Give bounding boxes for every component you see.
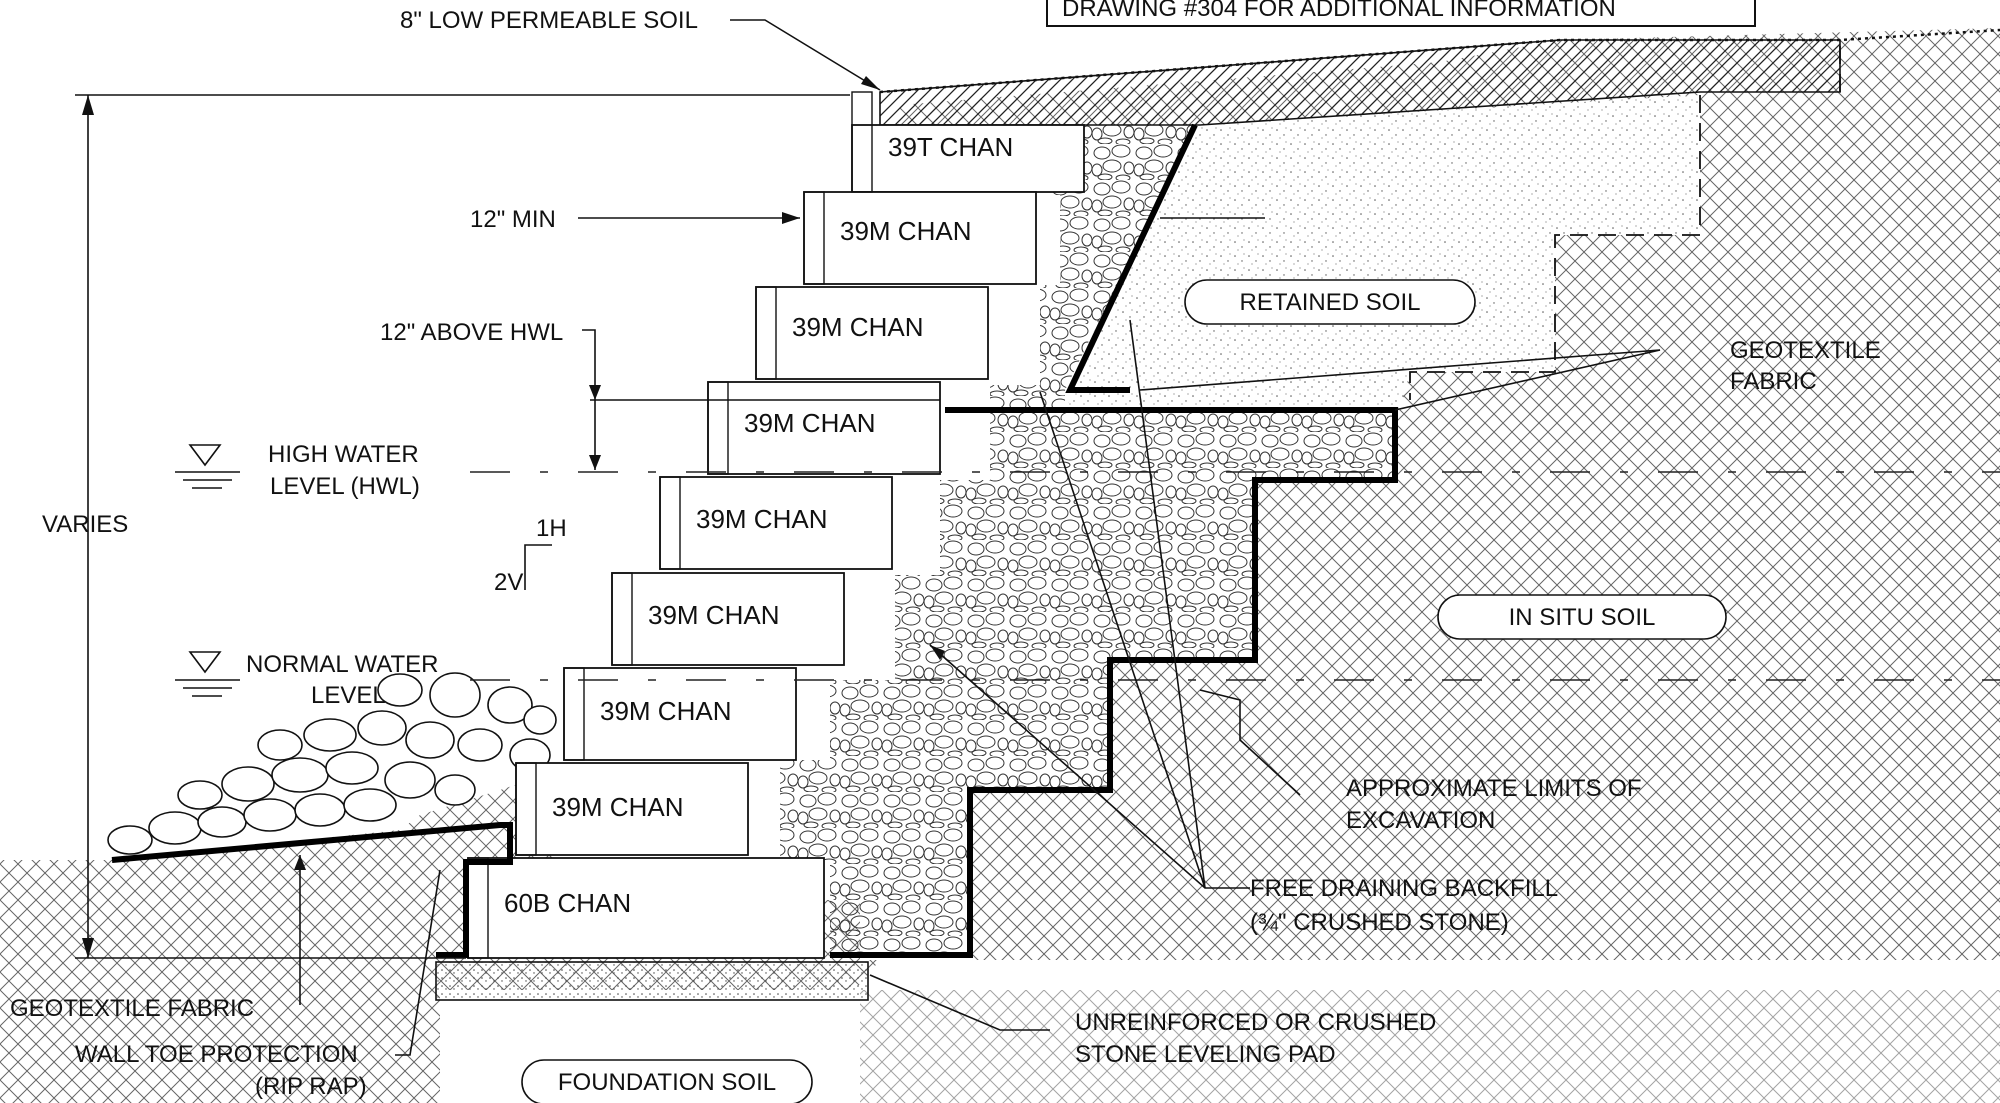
- block-label-8: 39M CHAN: [552, 792, 683, 822]
- block-label-1: 39T CHAN: [888, 132, 1013, 162]
- varies-dimension-line: [75, 94, 850, 959]
- block-label-9: 60B CHAN: [504, 888, 631, 918]
- geotextile-fabric-main[interactable]: [830, 123, 1398, 958]
- block-3[interactable]: [755, 286, 989, 380]
- block-label-2: 39M CHAN: [840, 216, 971, 246]
- header-note: DRAWING #304 FOR ADDITIONAL INFORMATION: [1062, 0, 1616, 22]
- in-situ-soil-label: IN SITU SOIL: [1509, 604, 1656, 631]
- retained-soil-dots: [1065, 95, 1700, 410]
- slope-indicator: [524, 544, 552, 590]
- retained-soil-label: RETAINED SOIL: [1240, 289, 1421, 316]
- geotextile-right-label-1: GEOTEXTILE: [1730, 337, 1881, 364]
- block-label-3: 39M CHAN: [792, 312, 923, 342]
- block-label-4: 39M CHAN: [744, 408, 875, 438]
- toe-label-2: (RIP RAP): [255, 1073, 367, 1100]
- geotextile-fabric-toe[interactable]: [111, 822, 513, 958]
- excavation-label-2: EXCAVATION: [1346, 807, 1495, 834]
- wall-blocks: [467, 124, 1085, 959]
- block-label-7: 39M CHAN: [600, 696, 731, 726]
- min12-label: 12" MIN: [470, 206, 556, 233]
- low-permeable-soil-label: 8" LOW PERMEABLE SOIL: [400, 7, 698, 34]
- block-label-5: 39M CHAN: [696, 504, 827, 534]
- free-draining-backfill: [780, 125, 1395, 955]
- block-7[interactable]: [563, 667, 797, 761]
- backfill-label-2: (¾" CRUSHED STONE): [1250, 909, 1509, 936]
- backfill-label-1: FREE DRAINING BACKFILL: [1250, 875, 1558, 902]
- varies-label: VARIES: [42, 511, 128, 538]
- above-hwl-label: 12" ABOVE HWL: [380, 319, 563, 346]
- leveling-pad: [435, 961, 869, 1001]
- nwl-label-2: LEVEL: [311, 682, 386, 709]
- excavation-limit-line[interactable]: [1409, 40, 1841, 400]
- block-label-6: 39M CHAN: [648, 600, 779, 630]
- geotextile-left-label: GEOTEXTILE FABRIC: [10, 995, 254, 1022]
- pad-label-2: STONE LEVELING PAD: [1075, 1041, 1336, 1068]
- block-5[interactable]: [659, 476, 893, 570]
- hwl-symbol: [175, 444, 240, 489]
- foundation-soil-region-right: [860, 990, 2000, 1103]
- excavation-label-1: APPROXIMATE LIMITS OF: [1346, 775, 1642, 802]
- geotextile-right-label-2: FABRIC: [1730, 368, 1817, 395]
- pad-label-1: UNREINFORCED OR CRUSHED: [1075, 1009, 1436, 1036]
- nwl-label-1: NORMAL WATER: [246, 651, 438, 678]
- slope-v-label: 2V: [494, 569, 523, 596]
- rip-rap-stones: [107, 672, 557, 855]
- toe-label-1: WALL TOE PROTECTION: [75, 1041, 358, 1068]
- leader-arrowheads: [294, 76, 945, 870]
- hwl-label-2: LEVEL (HWL): [270, 473, 420, 500]
- retained-soil-bubble: RETAINED SOIL: [1184, 279, 1476, 325]
- block-1[interactable]: [851, 124, 1085, 193]
- varies-arrow-top: [82, 95, 94, 115]
- foundation-soil-label: FOUNDATION SOIL: [558, 1069, 776, 1096]
- varies-arrow-bottom: [82, 938, 94, 958]
- grass-line: [879, 28, 2000, 94]
- in-situ-soil-bubble: IN SITU SOIL: [1437, 594, 1727, 640]
- block-4[interactable]: [707, 381, 941, 475]
- slope-h-label: 1H: [536, 515, 567, 542]
- block-labels: 39T CHAN 39M CHAN 39M CHAN 39M CHAN 39M …: [504, 132, 1013, 918]
- nwl-symbol: [175, 651, 240, 697]
- block-9[interactable]: [467, 857, 825, 959]
- leader-lines: [299, 19, 1661, 1056]
- foundation-soil-region: [0, 960, 440, 1103]
- hwl-label-1: HIGH WATER: [268, 441, 419, 468]
- foundation-soil-bubble: FOUNDATION SOIL: [521, 1059, 813, 1103]
- block-6[interactable]: [611, 572, 845, 666]
- block-face-strips: [467, 91, 873, 959]
- header-box: [1046, 0, 1756, 27]
